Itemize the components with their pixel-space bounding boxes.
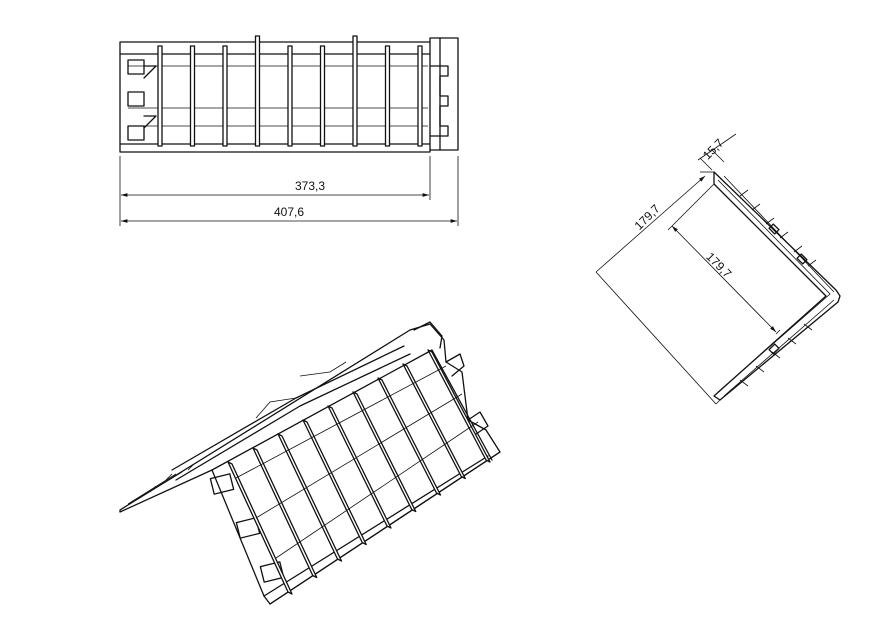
rib <box>417 45 423 147</box>
rib <box>254 35 261 147</box>
rib <box>255 393 463 519</box>
rib <box>189 45 196 147</box>
rib <box>277 433 343 562</box>
rib <box>319 45 326 147</box>
rib <box>222 45 228 147</box>
rib <box>227 461 293 595</box>
rib <box>377 377 442 496</box>
rib <box>402 363 466 480</box>
dim-label-total-length: 407,6 <box>274 205 304 219</box>
dimension-thickness: 15,7 <box>697 133 737 171</box>
rib <box>287 45 293 147</box>
rib <box>384 45 391 147</box>
rib <box>302 419 367 546</box>
rib <box>327 405 392 529</box>
side-view <box>713 171 841 401</box>
isometric-ribs <box>227 349 491 595</box>
top-view <box>119 35 459 153</box>
dim-label-thickness: 15,7 <box>700 136 727 163</box>
dim-label-inner-length: 373,3 <box>295 179 325 193</box>
rib <box>235 365 447 479</box>
rib <box>252 447 318 579</box>
dim-label-inner-leg: 179,7 <box>703 250 734 281</box>
dimension-inner-leg: 179,7 <box>667 183 781 335</box>
rib <box>275 421 479 559</box>
dimension-inner-length: 373,3 <box>119 156 459 226</box>
rib <box>352 391 417 513</box>
rib <box>157 45 163 147</box>
rib <box>427 349 491 463</box>
rib <box>352 35 358 147</box>
dimension-outer-leg: 179,7 <box>595 171 721 405</box>
dimension-total-length: 407,6 <box>121 205 457 223</box>
